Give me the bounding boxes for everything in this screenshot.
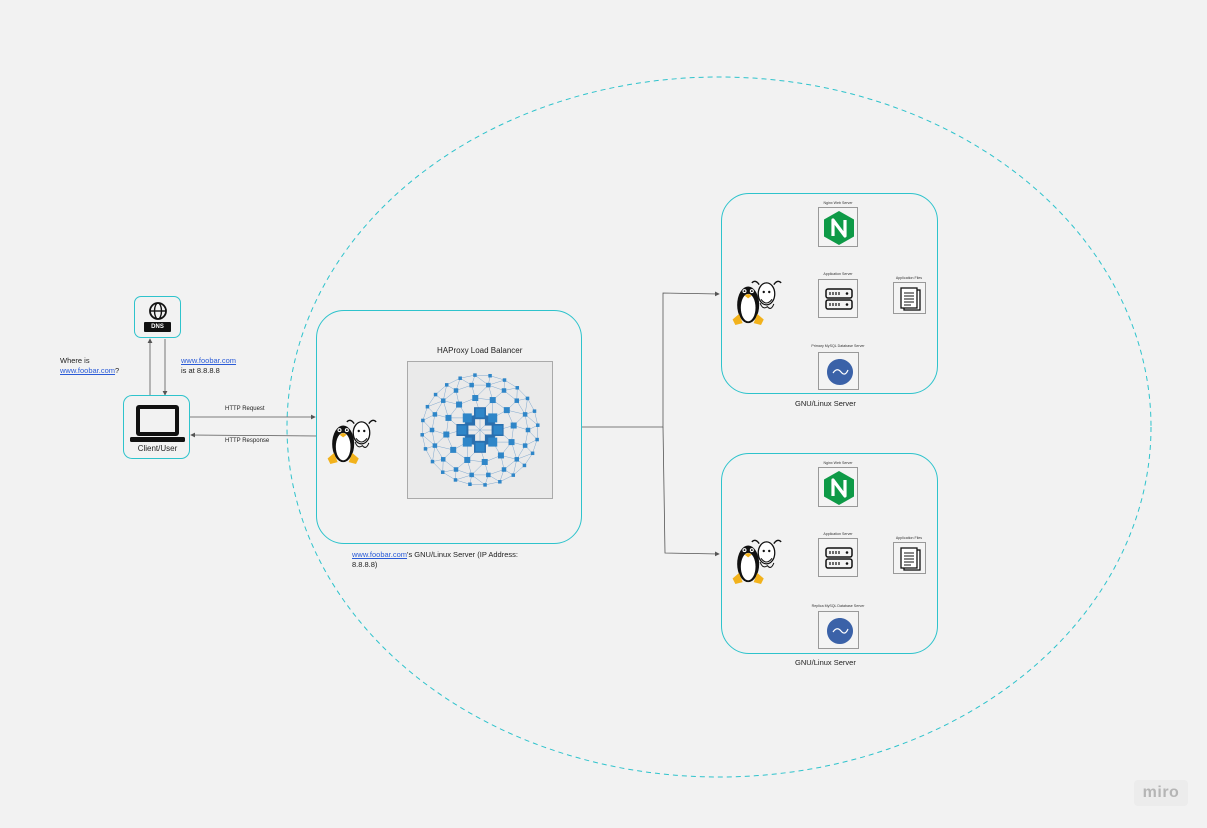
lb-server-link[interactable]: www.foobar.com bbox=[352, 550, 408, 559]
query-link[interactable]: www.foobar.com bbox=[60, 366, 116, 375]
haproxy-tile bbox=[407, 361, 553, 499]
client-label: Client/User bbox=[137, 444, 178, 453]
server-rack-icon bbox=[825, 288, 853, 310]
server1-app-files[interactable] bbox=[893, 282, 926, 314]
server2-linux-icon bbox=[732, 539, 782, 584]
server1-label: GNU/Linux Server bbox=[795, 399, 856, 408]
nginx-icon bbox=[824, 471, 854, 505]
document-icon bbox=[900, 287, 921, 311]
load-balancer-server[interactable]: HAProxy Load Balancer bbox=[316, 310, 582, 544]
network-mesh-icon bbox=[420, 373, 540, 487]
server1-db-label: Primary MySQL Database Server bbox=[811, 344, 865, 348]
server1-app-label: Application Server bbox=[823, 272, 853, 276]
server2-mysql-db[interactable] bbox=[818, 611, 859, 649]
server1-mysql-db[interactable] bbox=[818, 352, 859, 390]
lb-server-caption: www.foobar.com's GNU/Linux Server (IP Ad… bbox=[352, 550, 518, 570]
answer-link[interactable]: www.foobar.com bbox=[181, 356, 237, 365]
client-user[interactable]: Client/User bbox=[123, 395, 190, 459]
server2-app-files[interactable] bbox=[893, 542, 926, 574]
server2-app-label: Application Server bbox=[823, 532, 853, 536]
mysql-icon bbox=[827, 359, 853, 385]
dns-answer-text: www.foobar.com is at 8.8.8.8 bbox=[181, 356, 236, 376]
lb-server-text2: 8.8.8.8) bbox=[352, 560, 378, 569]
dns-query-text: Where is www.foobar.com? bbox=[60, 356, 119, 376]
server2-label: GNU/Linux Server bbox=[795, 658, 856, 667]
miro-watermark: miro bbox=[1134, 780, 1188, 806]
server1-linux-icon bbox=[732, 280, 782, 325]
answer-text: is at 8.8.8.8 bbox=[181, 366, 220, 375]
server2-db-label: Replica MySQL Database Server bbox=[811, 604, 865, 608]
server1-app-server[interactable] bbox=[818, 279, 858, 318]
http-request-label: HTTP Request bbox=[225, 406, 265, 412]
globe-icon bbox=[149, 302, 167, 320]
server2-files-label: Application Files bbox=[895, 536, 923, 540]
server2-nginx[interactable] bbox=[818, 467, 858, 507]
server1-files-label: Application Files bbox=[895, 276, 923, 280]
dns-badge: DNS bbox=[144, 322, 171, 332]
server1-web-label: Nginx Web Server bbox=[823, 201, 853, 205]
infrastructure-boundary bbox=[286, 76, 1152, 778]
query-prefix: Where is bbox=[60, 356, 90, 365]
document-icon bbox=[900, 547, 921, 571]
lb-title: HAProxy Load Balancer bbox=[437, 346, 523, 355]
server-rack-icon bbox=[825, 547, 853, 569]
server2-app-server[interactable] bbox=[818, 538, 858, 577]
query-suffix: ? bbox=[115, 366, 120, 375]
lb-server-text: 's GNU/Linux Server (IP Address: bbox=[407, 550, 518, 559]
mysql-icon bbox=[827, 618, 853, 644]
lb-linux-icon bbox=[327, 419, 377, 464]
dns-server[interactable]: DNS bbox=[134, 296, 181, 338]
laptop-icon bbox=[130, 405, 185, 442]
nginx-icon bbox=[824, 211, 854, 245]
server2-web-label: Nginx Web Server bbox=[823, 461, 853, 465]
server1-nginx[interactable] bbox=[818, 207, 858, 247]
http-response-label: HTTP Response bbox=[225, 438, 270, 444]
